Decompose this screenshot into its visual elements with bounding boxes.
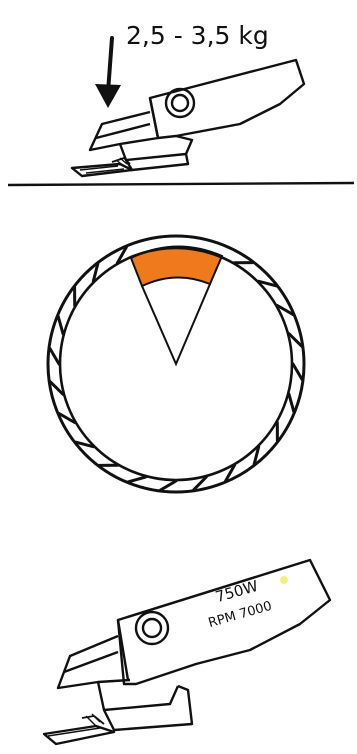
surface-line bbox=[8, 183, 354, 185]
hatch-mark bbox=[128, 477, 145, 482]
power-label: 750W bbox=[213, 577, 260, 606]
hatch-mark bbox=[50, 349, 59, 365]
highlight-dot bbox=[280, 576, 288, 584]
sector-lines bbox=[142, 284, 210, 364]
contact-area-panel bbox=[0, 222, 357, 502]
sander-tool-bottom bbox=[44, 560, 330, 744]
sander-pressure-sketch: 2,5 - 3,5 kg bbox=[0, 0, 357, 190]
down-arrow-icon bbox=[95, 38, 121, 108]
ring-hatching bbox=[50, 247, 302, 490]
sander-spec-panel: 750W RPM 7000 bbox=[0, 540, 357, 754]
sander-tool-top bbox=[72, 60, 304, 176]
sander-spec-sketch: 750W RPM 7000 bbox=[0, 540, 357, 754]
contact-disc-diagram bbox=[0, 222, 357, 502]
hatch-mark bbox=[58, 316, 63, 333]
hatch-mark bbox=[293, 364, 302, 380]
pressure-instruction-panel: 2,5 - 3,5 kg bbox=[0, 0, 357, 190]
hatch-mark bbox=[161, 481, 177, 490]
weight-label: 2,5 - 3,5 kg bbox=[126, 21, 269, 50]
hatch-mark bbox=[289, 394, 294, 411]
